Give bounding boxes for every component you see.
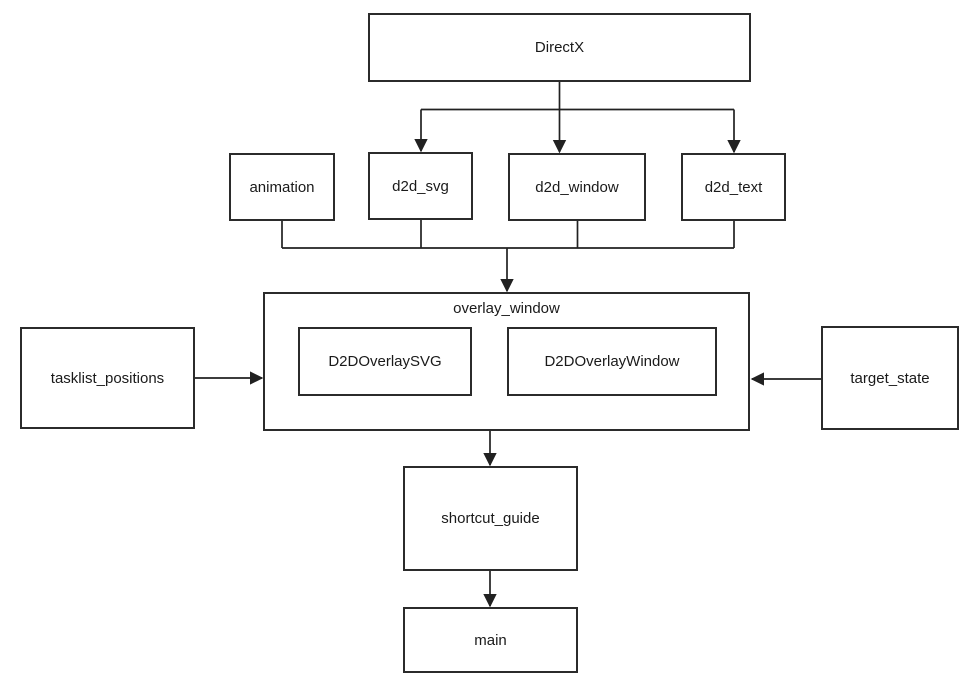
node-tasklist-positions-label: tasklist_positions <box>50 369 165 387</box>
node-target-state: target_state <box>821 326 959 430</box>
node-d2d-svg: d2d_svg <box>368 152 473 220</box>
node-tasklist-positions: tasklist_positions <box>20 327 195 429</box>
node-directx-label: DirectX <box>534 39 585 56</box>
node-d2d-overlay-window: D2DOverlayWindow <box>507 327 717 396</box>
node-animation-label: animation <box>249 178 315 196</box>
node-shortcut-guide: shortcut_guide <box>403 466 578 571</box>
node-main-label: main <box>474 631 507 649</box>
node-overlay-window: overlay_window <box>263 292 750 431</box>
node-d2d-window: d2d_window <box>508 153 646 221</box>
node-d2d-text: d2d_text <box>681 153 786 221</box>
node-d2d-overlay-svg: D2DOverlaySVG <box>298 327 472 396</box>
node-d2d-overlay-svg-label: D2DOverlaySVG <box>328 353 442 370</box>
node-d2d-svg-label: d2d_svg <box>392 177 449 195</box>
node-d2d-overlay-window-label: D2DOverlayWindow <box>544 353 680 370</box>
node-animation: animation <box>229 153 335 221</box>
node-d2d-window-label: d2d_window <box>535 178 619 196</box>
node-shortcut-guide-label: shortcut_guide <box>441 510 540 527</box>
node-d2d-text-label: d2d_text <box>704 178 763 196</box>
node-main: main <box>403 607 578 673</box>
node-overlay-window-label: overlay_window <box>453 300 560 317</box>
node-directx: DirectX <box>368 13 751 82</box>
node-target-state-label: target_state <box>850 369 930 387</box>
